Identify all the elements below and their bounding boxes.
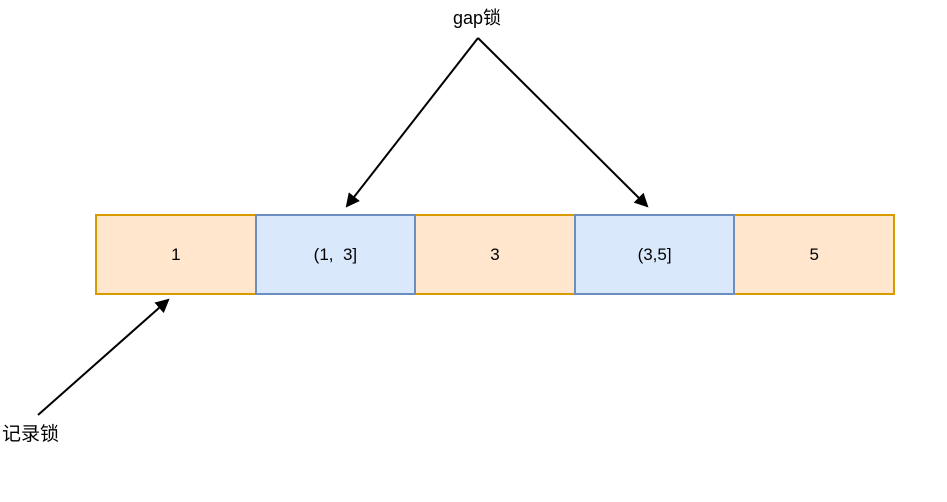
record-cell-1: 1 [95, 214, 257, 295]
number-line-row: 1 (1, 3] 3 (3,5] 5 [95, 214, 895, 295]
record-cell-3: 3 [414, 214, 576, 295]
gap-lock-arrow-right [477, 37, 649, 208]
record-lock-arrow [37, 298, 170, 416]
record-cell-5: 5 [733, 214, 895, 295]
record-lock-label: 记录锁 [2, 424, 60, 445]
gap-lock-arrow-left [345, 37, 479, 208]
gap-cell-1-3: (1, 3] [254, 214, 417, 295]
gap-cell-3-5: (3,5] [573, 214, 736, 295]
gap-lock-label: gap锁 [452, 8, 502, 28]
